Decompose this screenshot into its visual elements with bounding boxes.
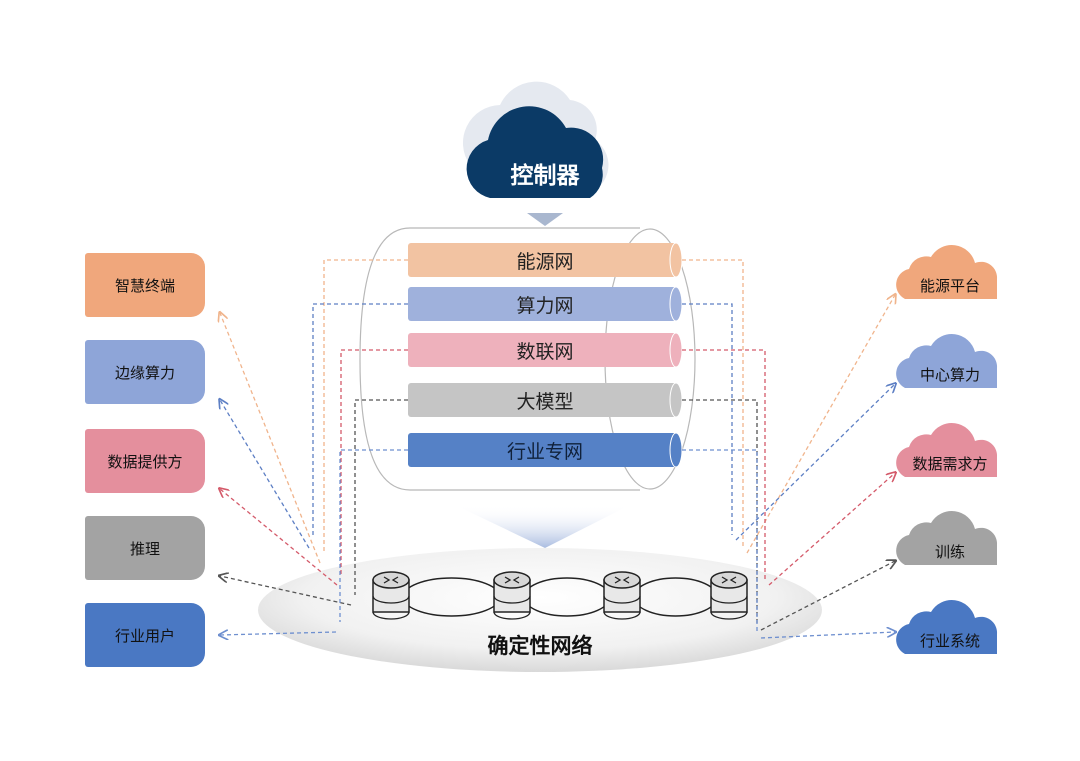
left-box: 智慧终端 [85, 253, 205, 317]
route-line [339, 449, 408, 622]
router-icon [493, 571, 531, 620]
network-label: 确定性网络 [487, 634, 593, 658]
arrow-icon [220, 400, 310, 549]
controller-label: 控制器 [510, 163, 580, 189]
left-box: 数据提供方 [85, 429, 205, 493]
left-box-label: 推理 [129, 539, 160, 558]
route-line [682, 259, 744, 548]
left-box: 行业用户 [85, 603, 205, 667]
band-tube [408, 242, 683, 278]
router-icon [372, 571, 410, 620]
cloud-icon [896, 423, 998, 477]
cloud-label: 行业系统 [919, 632, 980, 650]
band-tube [408, 382, 683, 418]
cloud-icon [896, 600, 998, 654]
cloud-icon [896, 511, 998, 565]
band-label: 算力网 [516, 295, 574, 317]
band-label: 大模型 [516, 391, 574, 413]
band-label: 数联网 [516, 341, 574, 363]
router-icon [710, 571, 748, 620]
band-tube [408, 286, 683, 322]
cloud-icon [896, 245, 998, 299]
controller-pointer-icon [527, 213, 563, 226]
cloud-label: 训练 [934, 543, 965, 561]
band-label: 行业专网 [506, 441, 583, 463]
route-line [323, 259, 408, 553]
left-box-label: 行业用户 [114, 626, 175, 645]
router-icon [603, 571, 641, 620]
band-label: 能源网 [516, 251, 574, 273]
left-box: 边缘算力 [85, 340, 205, 404]
left-box: 推理 [85, 516, 205, 580]
arrow-icon [735, 384, 895, 541]
route-line [312, 303, 408, 538]
arrow-icon [768, 473, 895, 586]
cloud-label: 中心算力 [919, 366, 980, 384]
beam-icon [455, 505, 630, 548]
route-line [354, 399, 408, 595]
cloud-label: 数据需求方 [912, 455, 988, 473]
route-line [340, 349, 408, 575]
arrow-icon [220, 576, 352, 606]
cloud-label: 能源平台 [919, 277, 980, 295]
left-box-label: 边缘算力 [114, 363, 175, 382]
left-box-label: 智慧终端 [114, 276, 175, 295]
arrow-icon [746, 295, 895, 554]
arrow-icon [220, 313, 321, 564]
route-line [682, 449, 758, 633]
controller-cloud-icon [462, 81, 609, 198]
cloud-icon [896, 334, 998, 388]
arrow-icon [220, 489, 338, 586]
route-line [682, 303, 733, 535]
band-tube [408, 432, 683, 468]
arrow-icon [760, 632, 895, 639]
arrow-icon [220, 632, 337, 635]
left-box-label: 数据提供方 [107, 452, 183, 471]
